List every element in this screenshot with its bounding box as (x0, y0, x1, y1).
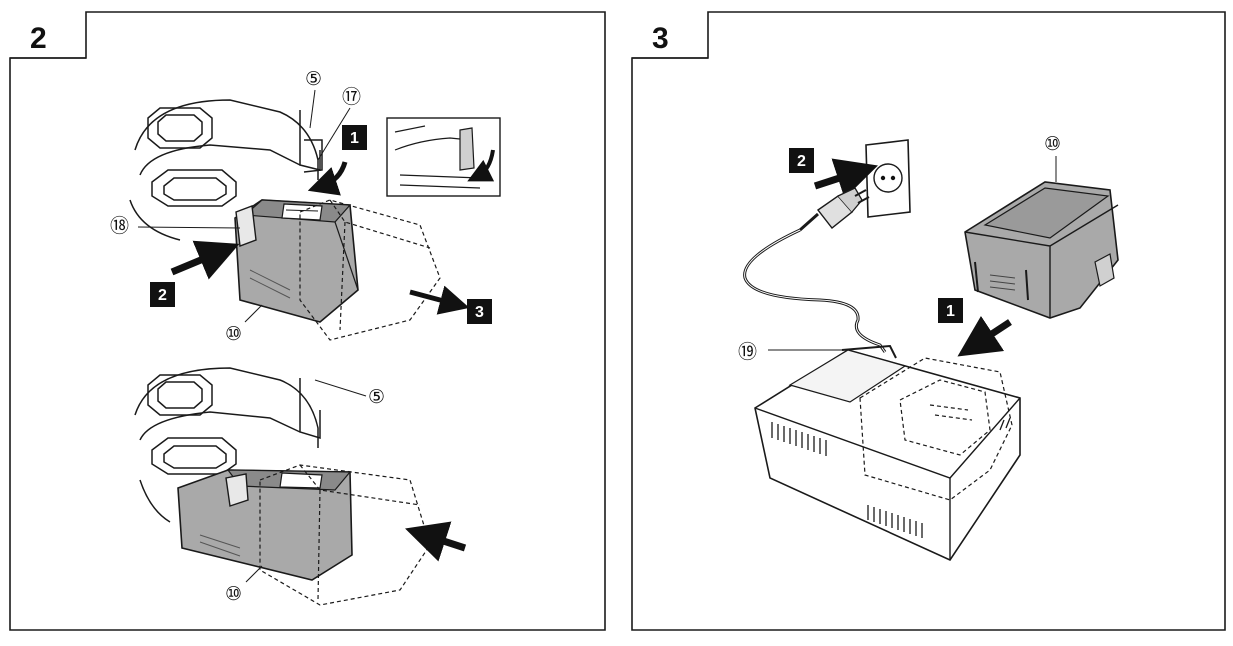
step-2-label-panel3: 2 (797, 153, 806, 170)
panel-2-number: 2 (30, 22, 47, 55)
step-3-box-panel2 (467, 299, 492, 324)
battery-removed-outline-upper (299, 199, 441, 341)
battery-10-lower (177, 469, 353, 581)
battery-10-upper (234, 199, 359, 323)
tool-upper-illustration (129, 99, 323, 241)
callout-5-lower: ⑤ (368, 387, 385, 408)
callout-10-panel3: ⑩ (1044, 134, 1061, 155)
step-1-label-panel2: 1 (350, 130, 359, 147)
callout-18: ⑱ (110, 215, 129, 237)
battery-placement-outline (859, 357, 1013, 501)
callout-19: ⑲ (738, 341, 757, 363)
charger-illustration (754, 344, 1021, 562)
battery-10-panel3 (964, 181, 1119, 319)
step-1-label-panel3: 1 (946, 303, 955, 320)
callout-17: ⑰ (342, 86, 361, 108)
panel-3-number: 3 (652, 22, 669, 55)
arrow-push-icon (170, 240, 240, 280)
step-3-label-panel2: 3 (475, 304, 484, 321)
arrow-plug-in-icon (813, 158, 878, 199)
battery-inserting-outline-lower (259, 464, 431, 606)
power-plug-illustration (799, 187, 870, 232)
step-2-box-panel3 (789, 148, 814, 173)
callout-10-upper: ⑩ (225, 324, 242, 345)
step-2-label-panel2: 2 (158, 287, 167, 304)
panel-2: 2 1 (9, 11, 606, 631)
wall-socket-illustration (865, 139, 911, 218)
arrow-press-down-icon (307, 161, 348, 196)
callout-5-upper: ⑤ (305, 69, 322, 90)
tool-lower-illustration (134, 367, 321, 523)
step-2-box-panel2 (150, 282, 175, 307)
arrow-place-battery-icon (957, 315, 1012, 357)
arrow-insert-icon (405, 521, 467, 562)
callout-10-lower: ⑩ (225, 584, 242, 605)
step-1-box-panel2 (342, 125, 367, 150)
detail-inset (386, 117, 501, 197)
arrow-slide-out-icon (409, 285, 470, 315)
panel-3: 3 2 ⑩ (631, 11, 1226, 631)
